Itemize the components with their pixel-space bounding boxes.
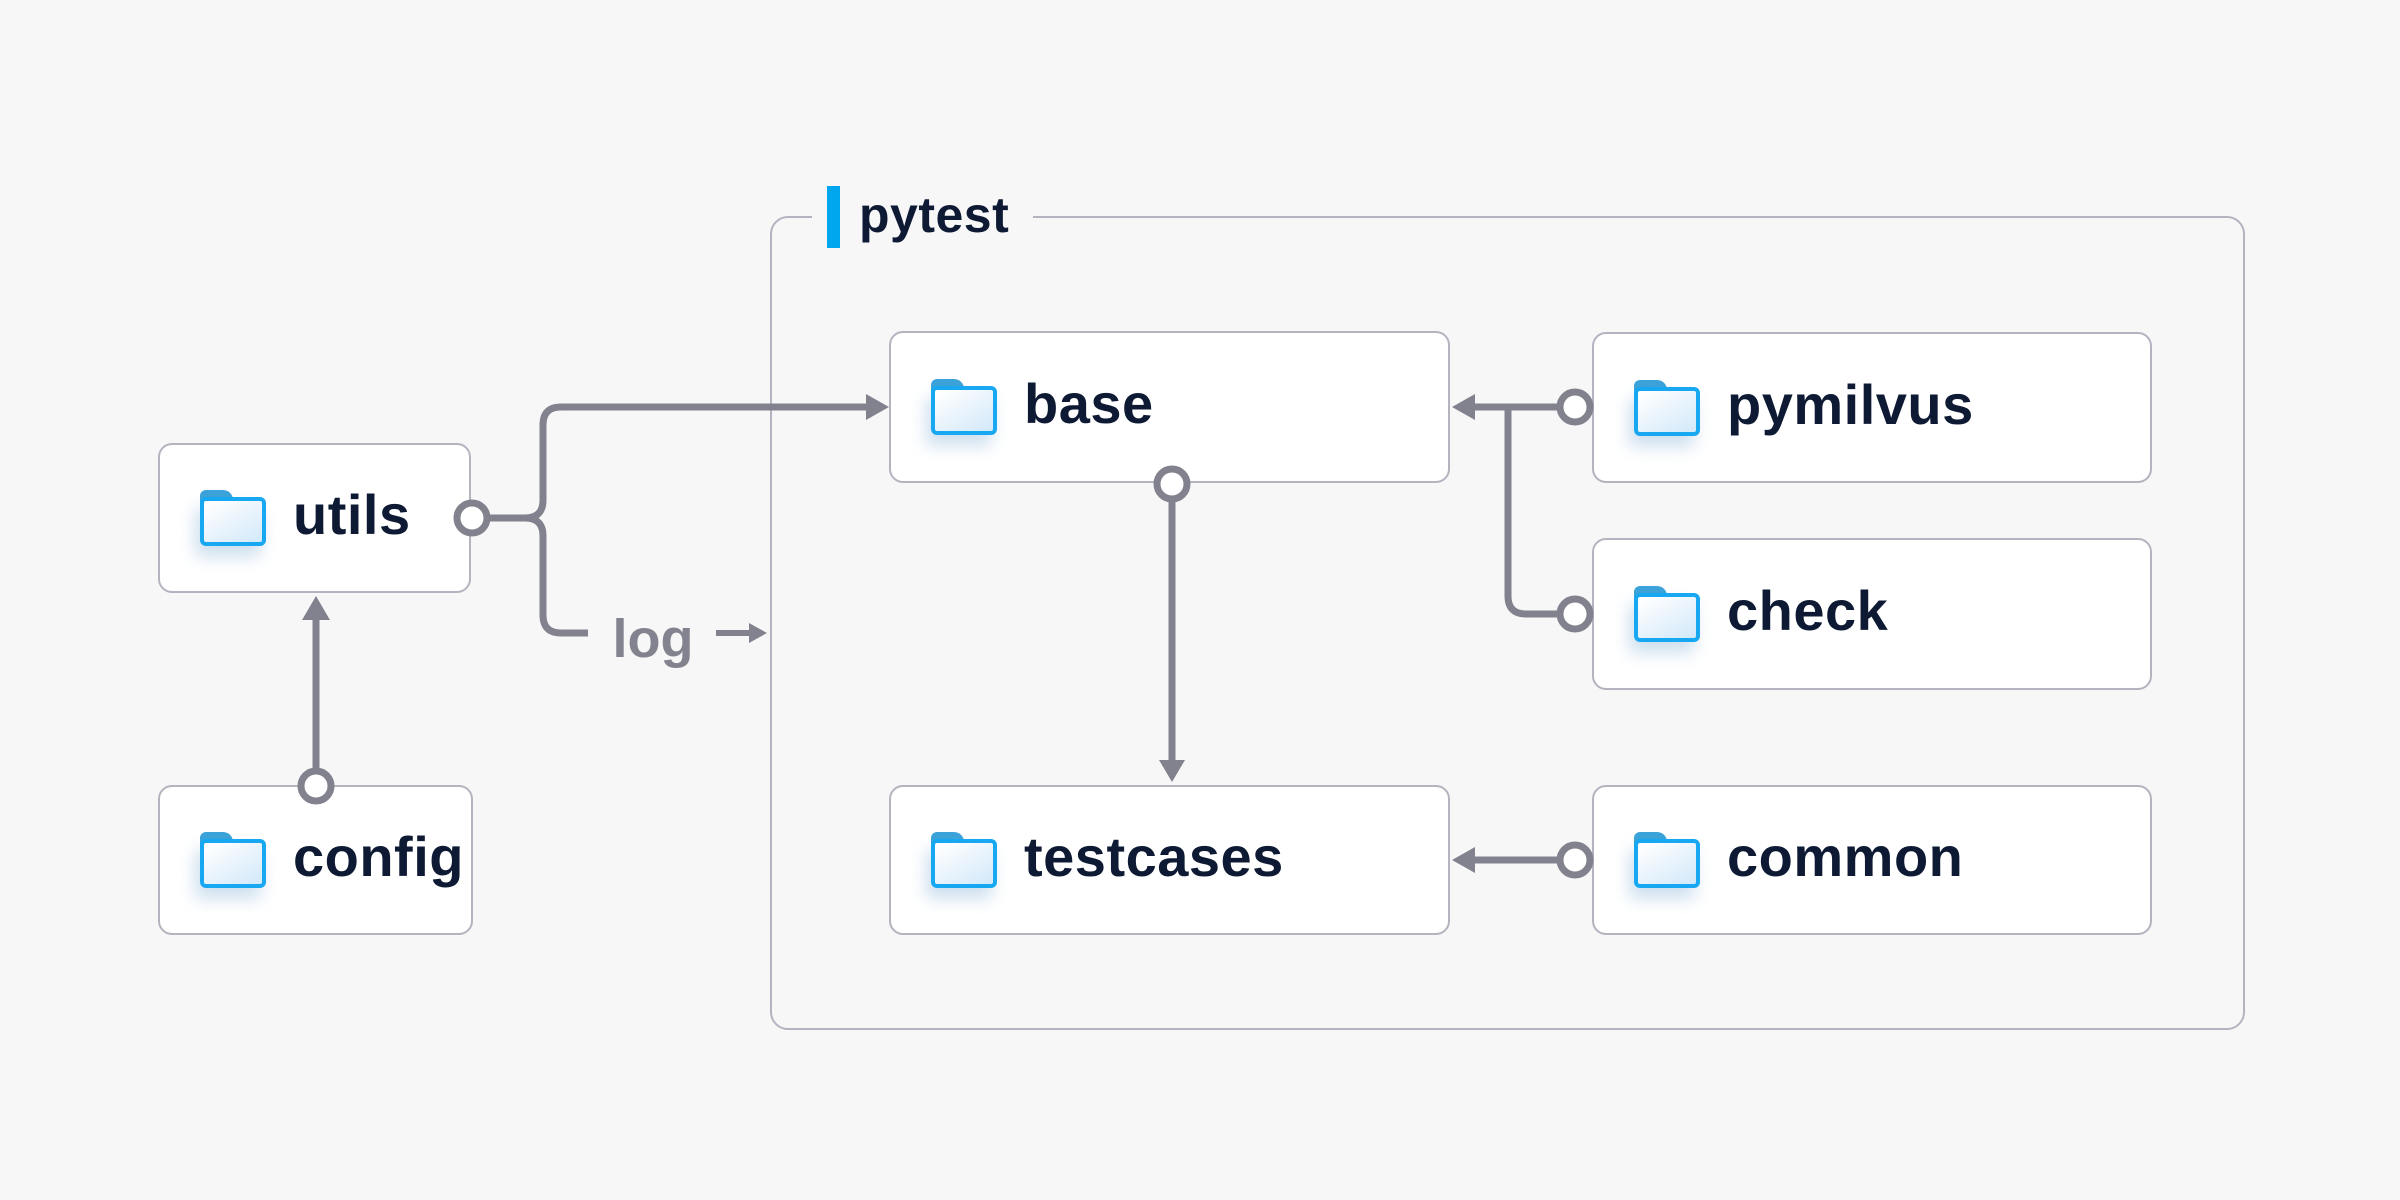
folder-body	[200, 497, 266, 546]
folder-icon	[200, 832, 266, 888]
node-label: base	[1024, 372, 1154, 435]
node-label: utils	[293, 483, 411, 546]
pytest-group-label: pytest	[812, 186, 1034, 248]
folder-body	[200, 839, 266, 888]
node-pymilvus: pymilvus	[1592, 332, 2152, 483]
arrowhead-up	[302, 596, 330, 620]
folder-icon	[931, 832, 997, 888]
node-testcases: testcases	[889, 785, 1450, 935]
node-label: pymilvus	[1727, 372, 1974, 436]
folder-body	[1634, 386, 1700, 436]
folder-icon	[200, 490, 266, 546]
node-label: common	[1727, 825, 1964, 888]
folder-body	[1634, 593, 1700, 642]
edge-config-utils	[302, 596, 330, 768]
folder-icon	[1634, 379, 1700, 436]
node-label: check	[1727, 579, 1889, 642]
node-config: config	[158, 785, 473, 935]
edge-label-log: log	[612, 609, 694, 669]
edge-line	[524, 514, 588, 637]
folder-icon	[931, 379, 997, 435]
node-label: testcases	[1024, 825, 1284, 888]
accent-bar	[827, 186, 840, 248]
pytest-group-container	[770, 216, 2245, 1030]
folder-body	[931, 386, 997, 435]
node-utils: utils	[158, 443, 471, 593]
arrowhead-small-right	[749, 623, 767, 643]
node-label: config	[293, 825, 464, 888]
folder-body	[1634, 839, 1700, 888]
node-base: base	[889, 331, 1450, 483]
group-title: pytest	[859, 187, 1010, 243]
folder-body	[931, 839, 997, 888]
node-check: check	[1592, 538, 2152, 690]
folder-icon	[1634, 832, 1700, 888]
folder-icon	[1634, 586, 1700, 642]
node-common: common	[1592, 785, 2152, 935]
